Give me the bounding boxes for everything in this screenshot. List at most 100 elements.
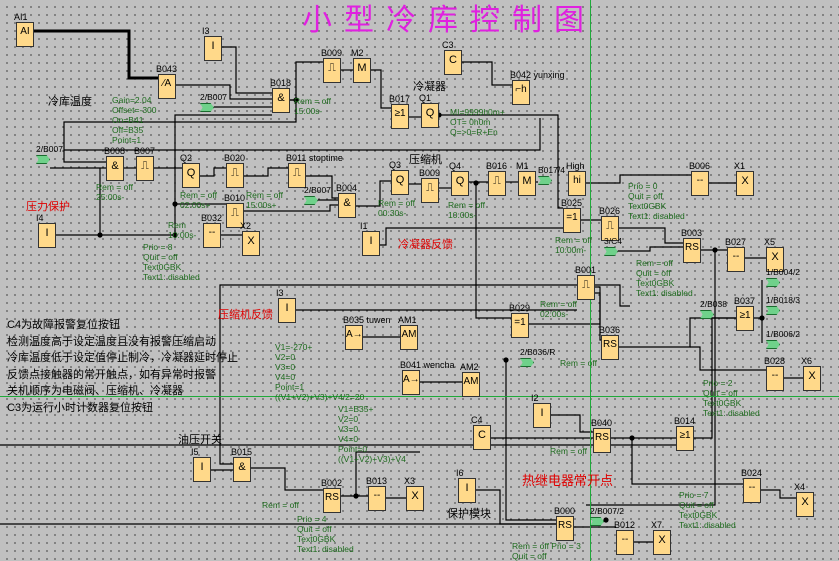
- block-b024[interactable]: --: [743, 478, 761, 503]
- block-b003[interactable]: RS: [683, 238, 701, 263]
- block-b009[interactable]: ⎍: [421, 178, 439, 203]
- note-line: 冷库温度低于设定值停止制冷，冷凝器延时停止: [7, 352, 238, 364]
- block-label: X4: [794, 482, 806, 492]
- block-b026[interactable]: ⎍: [601, 216, 619, 241]
- junction-dot: [353, 493, 359, 499]
- block-x5[interactable]: X: [766, 247, 784, 272]
- block-label: B008: [104, 146, 126, 156]
- wire: [306, 175, 338, 199]
- block-b001[interactable]: ⎍: [577, 275, 595, 300]
- block-label: B025: [561, 198, 583, 208]
- junction-dot: [473, 180, 479, 186]
- block-b012[interactable]: --: [616, 530, 634, 555]
- block-b040[interactable]: RS: [593, 428, 611, 453]
- block-b029[interactable]: =1: [511, 313, 529, 338]
- block-b041[interactable]: A→: [402, 370, 420, 395]
- block-b017[interactable]: ≥1: [391, 104, 409, 129]
- block-q2[interactable]: Q: [182, 163, 200, 188]
- wire: [505, 360, 556, 521]
- block-label: M2: [351, 48, 364, 58]
- junction-dot: [172, 232, 178, 238]
- wire: [174, 114, 272, 235]
- block-label: B003: [681, 228, 703, 238]
- block-b008[interactable]: &: [106, 156, 124, 181]
- block-b028[interactable]: --: [766, 366, 784, 391]
- block-x1[interactable]: X: [736, 171, 754, 196]
- block-label: B010: [224, 193, 246, 203]
- notes: C4为故障报警复位按钮 检测温度高于设定温度且没有报警压缩启动 冷库温度低于设定…: [7, 317, 238, 416]
- block-x3[interactable]: X: [406, 486, 424, 511]
- block-q4[interactable]: Q: [451, 171, 469, 196]
- block-b014[interactable]: ≥1: [676, 426, 694, 451]
- block-b013[interactable]: --: [368, 486, 386, 511]
- block-label: X2: [240, 221, 252, 231]
- block-label: I1: [360, 221, 368, 231]
- block-m1[interactable]: M: [518, 171, 536, 196]
- block-b042[interactable]: ⌐h: [512, 80, 530, 105]
- label-cold-storage-temp: 冷库温度: [48, 96, 92, 108]
- block-b032[interactable]: --: [203, 223, 221, 248]
- block-x7[interactable]: X: [653, 530, 671, 555]
- block-label: B024: [741, 468, 763, 478]
- block-b000[interactable]: RS: [556, 516, 574, 541]
- block-x2[interactable]: X: [242, 231, 260, 256]
- block-label: B042 yunxing: [510, 70, 565, 80]
- block-b037[interactable]: ≥1: [736, 306, 754, 331]
- block-x6[interactable]: X: [803, 366, 821, 391]
- block-b016[interactable]: ⎍: [488, 171, 506, 196]
- block-c4[interactable]: C: [473, 425, 491, 450]
- block-label: X6: [801, 356, 813, 366]
- block-b018[interactable]: &: [272, 88, 290, 113]
- block-b036[interactable]: RS: [601, 335, 619, 360]
- block-b007[interactable]: ⎍: [136, 156, 154, 181]
- block-b020[interactable]: ⎍: [226, 163, 244, 188]
- block-b011[interactable]: ⎍: [288, 163, 306, 188]
- wire: [219, 284, 630, 350]
- block-high[interactable]: hi: [568, 171, 586, 196]
- wire: [690, 346, 766, 371]
- block-q1[interactable]: Q: [421, 103, 439, 128]
- block-b009[interactable]: ⎍: [323, 58, 341, 83]
- block-m2[interactable]: M: [353, 58, 371, 83]
- block-i6[interactable]: I: [458, 478, 476, 503]
- block-b035[interactable]: A→: [345, 325, 363, 350]
- block-i3[interactable]: I: [204, 36, 222, 61]
- wire: [200, 167, 226, 177]
- block-i1[interactable]: I: [362, 231, 380, 256]
- block-b006[interactable]: --: [691, 171, 709, 196]
- label-condenser-feedback: 冷凝器反馈: [398, 239, 453, 251]
- block-x4[interactable]: X: [796, 492, 814, 517]
- block-i4[interactable]: I: [38, 223, 56, 248]
- block-b015[interactable]: &: [233, 457, 251, 482]
- block-b025[interactable]: =1: [563, 208, 581, 233]
- block-i2[interactable]: I: [533, 403, 551, 428]
- block-ai1[interactable]: AI: [16, 22, 34, 47]
- block-label: B009: [419, 168, 441, 178]
- block-i5[interactable]: I: [193, 457, 211, 482]
- block-b004[interactable]: &: [338, 193, 356, 218]
- block-label: B015: [231, 447, 253, 457]
- wire: [439, 114, 563, 209]
- note-line: 反馈点接触器的常开触点，如有异常时报警: [7, 368, 216, 381]
- block-i3[interactable]: I: [278, 298, 296, 323]
- block-q3[interactable]: Q: [391, 170, 409, 195]
- block-label: B013: [366, 476, 388, 486]
- block-am1[interactable]: AM: [400, 325, 418, 350]
- junction-dot: [629, 435, 635, 441]
- block-am2[interactable]: AM: [462, 372, 480, 397]
- wire: [380, 227, 563, 246]
- block-label: B037: [734, 296, 756, 306]
- block-b010[interactable]: ⎍: [226, 203, 244, 228]
- block-label: I2: [531, 393, 539, 403]
- block-b043[interactable]: ⁄A: [158, 74, 176, 99]
- block-b027[interactable]: --: [727, 247, 745, 272]
- block-label: AM2: [460, 362, 479, 372]
- wire: [586, 174, 691, 184]
- block-b002[interactable]: RS: [323, 488, 341, 513]
- block-label: B012: [614, 520, 636, 530]
- block-c3[interactable]: C: [444, 50, 462, 75]
